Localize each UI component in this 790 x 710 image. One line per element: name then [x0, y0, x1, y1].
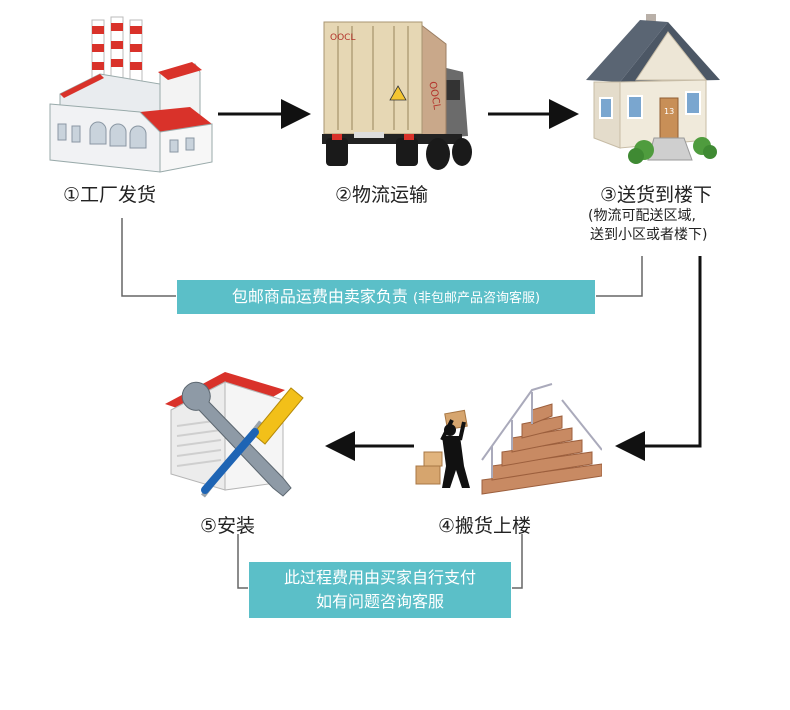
- house-icon: 13: [586, 14, 720, 164]
- factory-icon: [49, 16, 213, 173]
- shipping-cost-banner: 包邮商品运费由卖家负责 (非包邮产品咨询客服): [177, 280, 595, 314]
- svg-text:OOCL: OOCL: [426, 81, 442, 111]
- installation-tools-icon: [165, 372, 304, 498]
- banner-bottom-line1: 此过程费用由买家自行支付: [283, 568, 476, 587]
- arrow-house-to-stairs: [615, 256, 702, 461]
- banner-top-sub: (非包邮产品咨询客服): [412, 291, 541, 306]
- step3-note-line2: 送到小区或者楼下): [590, 227, 708, 243]
- buyer-cost-banner: 此过程费用由买家自行支付 如有问题咨询客服: [249, 562, 511, 618]
- house-door-number: 13: [664, 107, 674, 116]
- bracket-top-right: [596, 256, 643, 297]
- bracket-bottom-left: [237, 534, 248, 589]
- bracket-bottom-right: [512, 534, 523, 589]
- truck-brand-text: OOCL: [330, 33, 355, 43]
- step3-label: ③送货到楼下: [600, 184, 713, 206]
- step3-note-line1: (物流可配送区域,: [588, 208, 696, 224]
- porter-stairs-icon: [415, 383, 602, 495]
- step1-label: ①工厂发货: [63, 184, 157, 206]
- step2-label: ②物流运输: [335, 184, 429, 206]
- banner-bottom-line2: 如有问题咨询客服: [315, 592, 444, 611]
- step5-label: ⑤安装: [200, 515, 256, 537]
- banner-top-main: 包邮商品运费由卖家负责: [231, 287, 408, 306]
- step4-label: ④搬货上楼: [438, 515, 532, 537]
- bracket-top-left: [121, 218, 176, 297]
- truck-icon: OOCL OOCL: [322, 21, 472, 170]
